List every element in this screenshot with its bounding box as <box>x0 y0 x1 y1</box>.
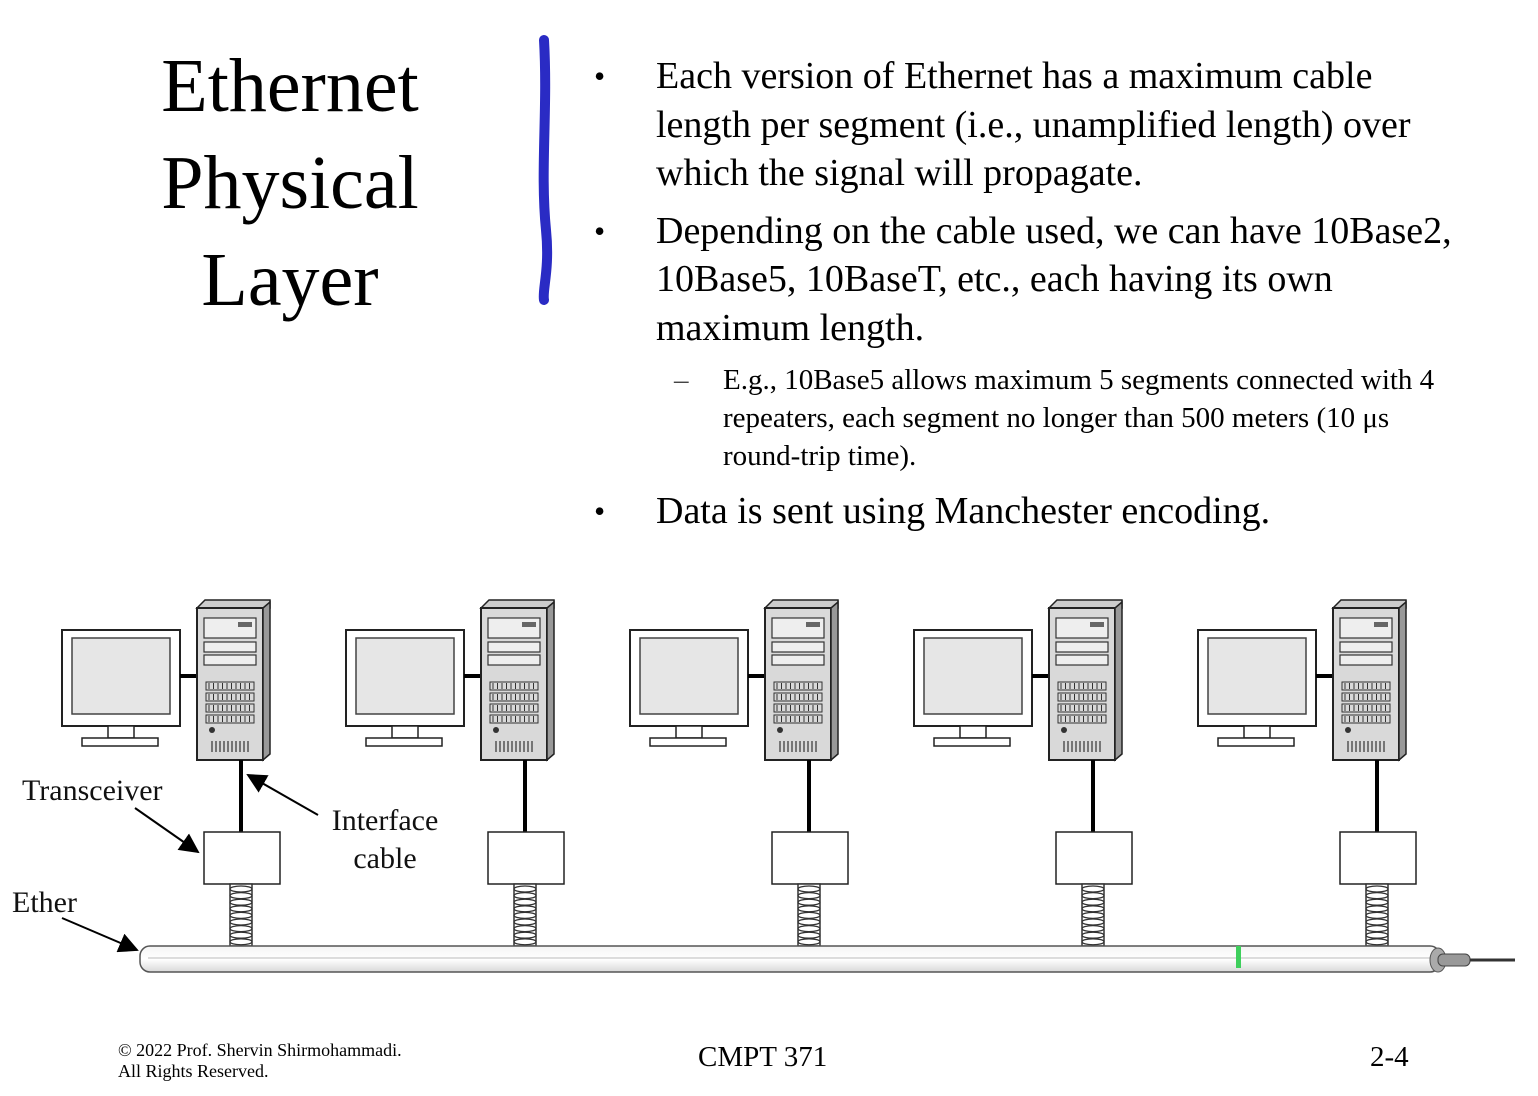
cable-marker <box>1236 946 1241 968</box>
course-code: CMPT 371 <box>698 1041 828 1073</box>
monitor-icon <box>913 629 1033 747</box>
workstation <box>913 599 1133 947</box>
workstation <box>61 599 281 947</box>
bullet-item: • Data is sent using Manchester encoding… <box>594 487 1464 536</box>
workstation <box>1197 599 1417 947</box>
accent-bar <box>538 35 553 305</box>
tap-coil <box>229 883 253 947</box>
monitor-icon <box>629 629 749 747</box>
bullet-item: • Each version of Ethernet has a maximum… <box>594 52 1464 198</box>
sub-bullet-dash: – <box>674 364 689 396</box>
tap-coil <box>797 883 821 947</box>
monitor-icon <box>345 629 465 747</box>
bullet-dot: • <box>594 493 606 529</box>
server-tower-icon <box>479 599 555 762</box>
title-line-2: Physical <box>161 141 419 225</box>
bullet-text: Each version of Ethernet has a maximum c… <box>656 55 1411 194</box>
transceiver-arrow <box>134 807 200 854</box>
bullet-dot: • <box>594 212 606 249</box>
workstation <box>345 599 565 947</box>
tap-coil <box>1365 883 1389 947</box>
server-tower-icon <box>195 599 271 762</box>
server-tower-icon <box>1331 599 1407 762</box>
server-tower-icon <box>763 599 839 762</box>
server-tower-icon <box>1047 599 1123 762</box>
monitor-icon <box>61 629 181 747</box>
title-line-3: Layer <box>201 238 379 322</box>
transceiver-box <box>487 831 565 885</box>
copyright-line-1: © 2022 Prof. Shervin Shirmohammadi. <box>118 1040 402 1060</box>
bullet-list: • Each version of Ethernet has a maximum… <box>594 52 1464 545</box>
ethernet-bus-diagram <box>61 599 1515 973</box>
bullet-dot: • <box>594 58 606 94</box>
transceiver-box <box>1055 831 1133 885</box>
ether-cable <box>139 945 1515 973</box>
slide-title: Ethernet Physical Layer <box>110 38 470 329</box>
ether-label: Ether <box>12 886 77 919</box>
workstation <box>629 599 849 947</box>
sub-bullet-item: – E.g., 10Base5 allows maximum 5 segment… <box>594 361 1464 475</box>
sub-bullet-text: E.g., 10Base5 allows maximum 5 segments … <box>723 364 1435 472</box>
copyright-line-2: All Rights Reserved. <box>118 1061 269 1081</box>
bullet-item: • Depending on the cable used, we can ha… <box>594 207 1464 353</box>
interface-cable-arrow <box>246 774 319 816</box>
tap-coil <box>513 883 537 947</box>
title-line-1: Ethernet <box>161 44 419 128</box>
bullet-text: Data is sent using Manchester encoding. <box>656 490 1271 532</box>
transceiver-box <box>1339 831 1417 885</box>
tap-coil <box>1081 883 1105 947</box>
interface-cable-label: Interface cable <box>331 804 439 875</box>
ether-arrow <box>61 917 139 953</box>
slide-number: 2-4 <box>1370 1041 1409 1073</box>
transceiver-label: Transceiver <box>22 774 163 807</box>
bullet-text: Depending on the cable used, we can have… <box>656 209 1452 349</box>
transceiver-box <box>771 831 849 885</box>
transceiver-box <box>203 831 281 885</box>
copyright: © 2022 Prof. Shervin Shirmohammadi. All … <box>118 1040 402 1082</box>
monitor-icon <box>1197 629 1317 747</box>
